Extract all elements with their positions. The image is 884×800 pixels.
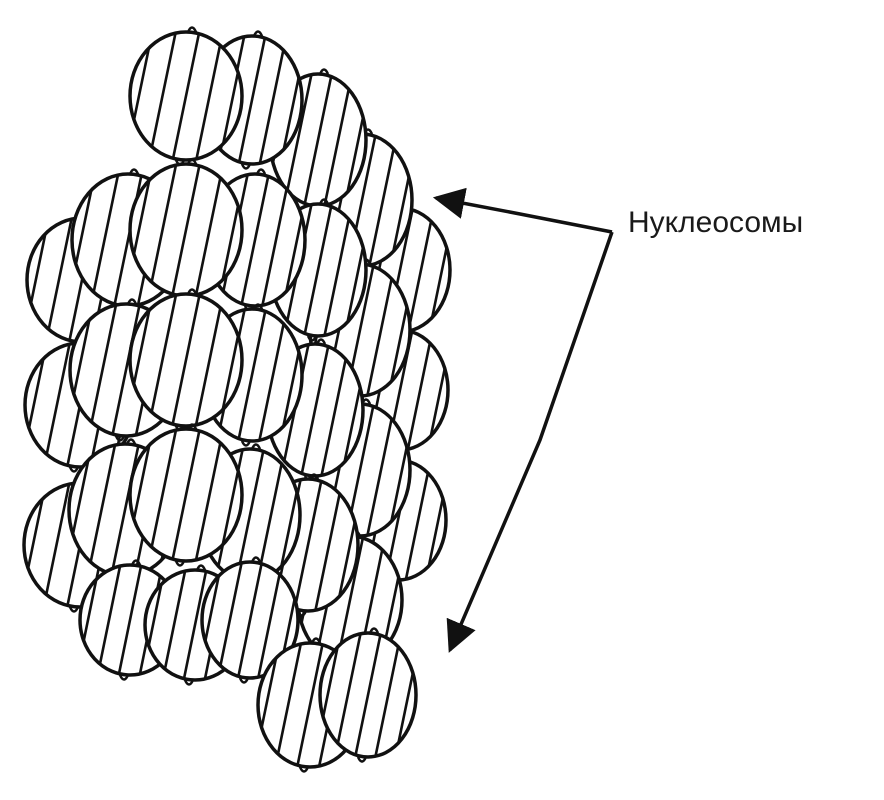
callout-arrows bbox=[436, 198, 612, 650]
arrow-icon bbox=[436, 198, 612, 232]
nucleosomes-label: Нуклеосомы bbox=[628, 206, 803, 240]
arrow-icon bbox=[450, 232, 612, 650]
chromatin-fiber bbox=[19, 28, 455, 772]
